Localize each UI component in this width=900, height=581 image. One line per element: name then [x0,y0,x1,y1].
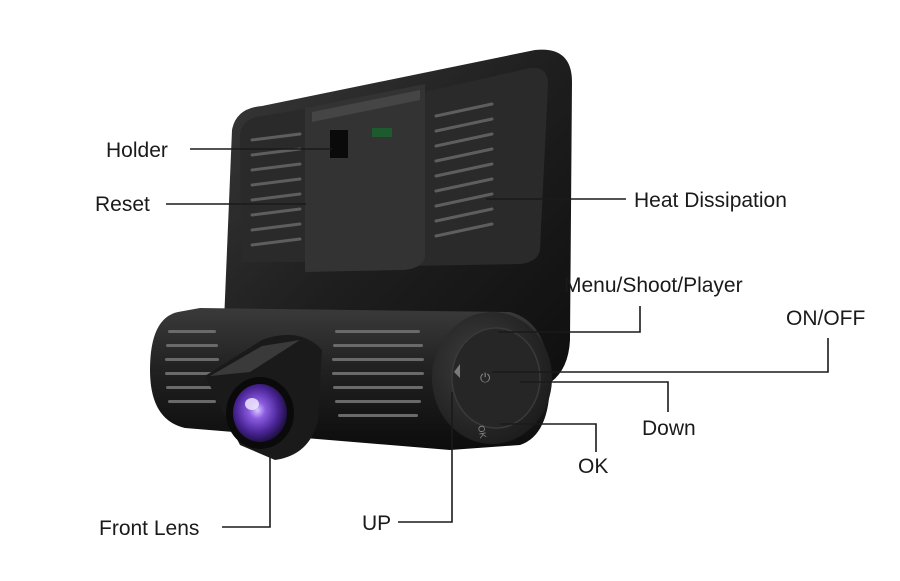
left-vent-slots [250,132,302,247]
holder-slot [330,130,348,158]
front-lens-label: Front Lens [99,517,200,540]
heat-dissipation-label: Heat Dissipation [634,189,787,212]
menu-shoot-player-label: Menu/Shoot/Player [564,274,743,297]
cylinder-vents-left [165,330,219,403]
down-leader [520,381,669,412]
on-off-label: ON/OFF [786,307,866,330]
down-label: Down [642,417,696,440]
ok-button-marking: OK [476,425,488,440]
ok-label: OK [578,455,609,478]
holder-label: Holder [106,139,168,162]
up-leader [398,392,453,523]
cylinder-vents-right [332,330,424,417]
on-off-leader [492,338,829,373]
up-arrow-icon [454,364,460,378]
ok-leader [500,423,597,452]
right-vent-slots [434,102,494,238]
menu-leader [498,306,641,333]
reset-label: Reset [95,193,150,216]
up-label: UP [362,512,392,535]
front-lens-leader [222,450,271,528]
power-icon: ⏻ [480,370,490,385]
status-indicator [372,128,392,137]
